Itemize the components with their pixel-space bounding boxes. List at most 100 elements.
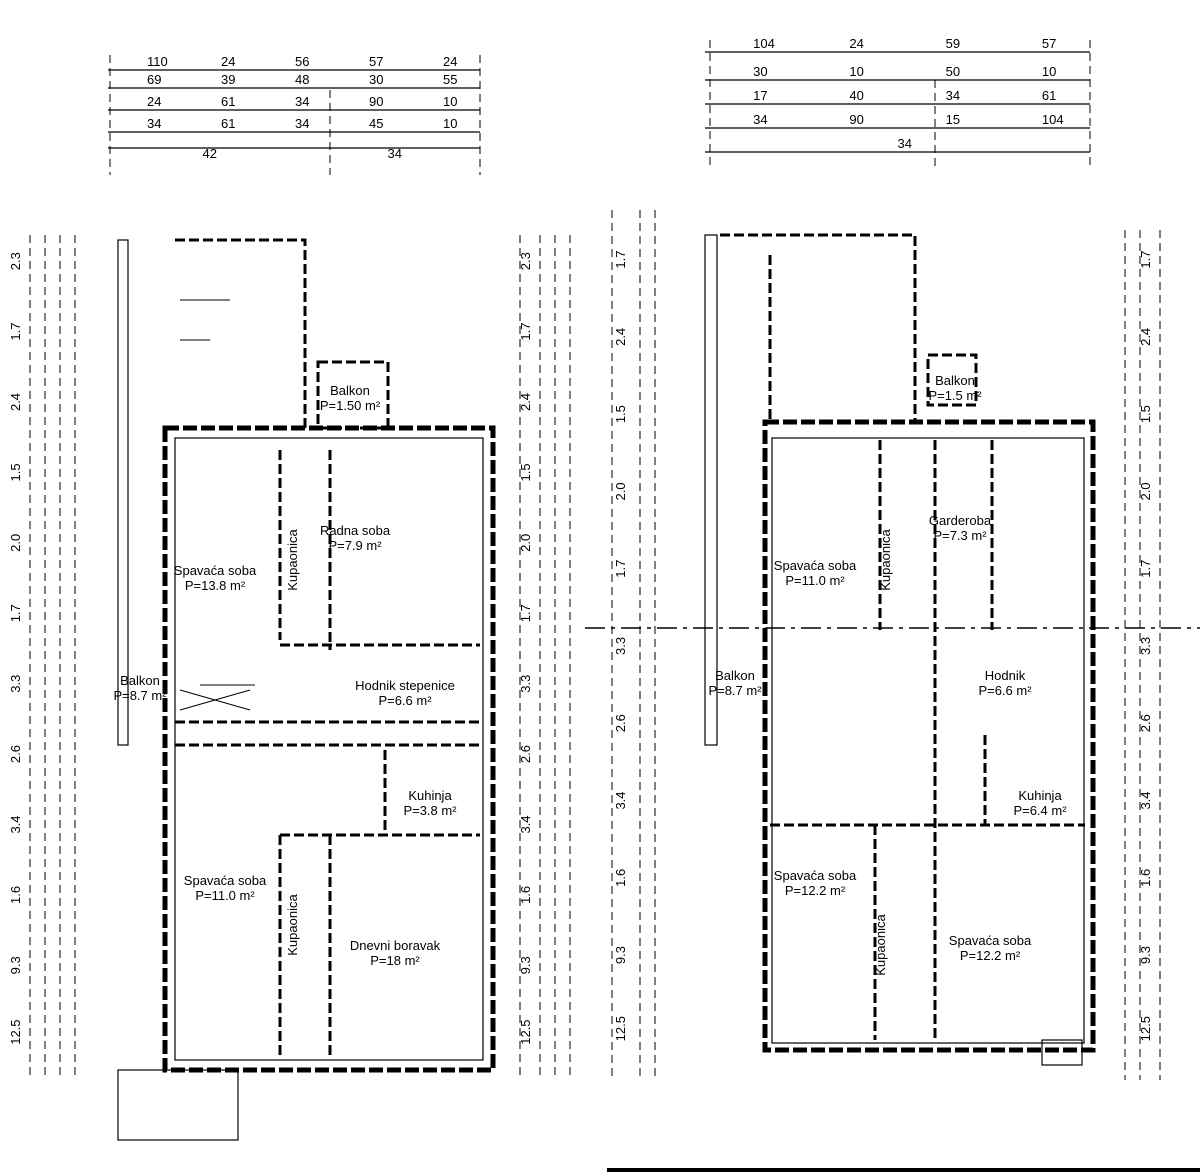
dimension-label: 40 xyxy=(849,88,863,103)
room-label: Balkon xyxy=(715,668,755,683)
dimension-label: 3.3 xyxy=(8,675,23,693)
dimension-label: 1.6 xyxy=(518,886,533,904)
room-area: P=7.3 m² xyxy=(933,528,987,543)
left-top-dimension-lines xyxy=(108,55,481,175)
dimension-label: 10 xyxy=(849,64,863,79)
dimension-label: 1.7 xyxy=(613,251,628,269)
dimension-label: 1.6 xyxy=(613,869,628,887)
right-side-dimension-lines xyxy=(611,210,1161,1080)
room-label: Spavaća soba xyxy=(774,558,857,573)
dimension-label: 1.6 xyxy=(8,886,23,904)
room-area: P=8.7 m² xyxy=(113,688,167,703)
dimension-label: 3.3 xyxy=(613,637,628,655)
dimension-label: 104 xyxy=(1042,112,1064,127)
room-area: P=1.50 m² xyxy=(320,398,381,413)
dimension-label: 10 xyxy=(443,94,457,109)
dimension-label: 30 xyxy=(369,72,383,87)
room-label: Kupaonica xyxy=(873,914,888,976)
dimension-label: 1.7 xyxy=(518,323,533,341)
room-label: Kuhinja xyxy=(1018,788,1062,803)
dimension-label: 69 xyxy=(147,72,161,87)
room-area: P=11.0 m² xyxy=(195,888,255,903)
dimension-label: 61 xyxy=(1042,88,1056,103)
dimension-label: 15 xyxy=(946,112,960,127)
room-area: P=6.6 m² xyxy=(378,693,432,708)
dimension-label: 12.5 xyxy=(518,1019,533,1044)
dimension-label: 1.5 xyxy=(613,405,628,423)
room-area: P=13.8 m² xyxy=(185,578,246,593)
dimension-label: 24 xyxy=(849,36,863,51)
dimension-label: 42 xyxy=(203,146,217,161)
room-area: P=6.4 m² xyxy=(1013,803,1067,818)
dimension-label: 1.7 xyxy=(1138,251,1153,269)
dimension-label: 3.4 xyxy=(518,815,533,833)
dimension-label: 55 xyxy=(443,72,457,87)
right-outer-wall xyxy=(762,419,1096,1053)
dimension-label: 1.5 xyxy=(1138,405,1153,423)
room-area: P=12.2 m² xyxy=(785,883,846,898)
dimension-label: 61 xyxy=(221,94,235,109)
dimension-label: 3.3 xyxy=(518,675,533,693)
dimension-label: 2.6 xyxy=(1138,714,1153,732)
left-stairs xyxy=(179,299,255,711)
dimension-label: 2.0 xyxy=(518,534,533,552)
dimension-label: 1.7 xyxy=(8,604,23,622)
dimension-label: 90 xyxy=(369,94,383,109)
dimension-label: 2.4 xyxy=(613,328,628,346)
room-area: P=11.0 m² xyxy=(785,573,845,588)
dimension-label: 9.3 xyxy=(8,956,23,974)
left-outer-wall xyxy=(162,425,496,1073)
dimension-label: 3.4 xyxy=(1138,791,1153,809)
dimension-label: 2.6 xyxy=(518,745,533,763)
room-label: Balkon xyxy=(330,383,370,398)
dimension-label: 1.7 xyxy=(613,560,628,578)
dimension-label: 2.0 xyxy=(8,534,23,552)
dimension-label: 9.3 xyxy=(518,956,533,974)
dimension-label: 39 xyxy=(221,72,235,87)
dimension-label: 45 xyxy=(369,116,383,131)
room-label: Spavaća soba xyxy=(184,873,267,888)
room-label: Kuhinja xyxy=(408,788,452,803)
dimension-label: 48 xyxy=(295,72,309,87)
dimension-label: 9.3 xyxy=(613,946,628,964)
dimension-label: 24 xyxy=(147,94,161,109)
dimension-label: 34 xyxy=(946,88,960,103)
dimension-label: 12.5 xyxy=(613,1016,628,1041)
dimension-label: 2.0 xyxy=(1138,482,1153,500)
room-label: Balkon xyxy=(935,373,975,388)
dimension-label: 12.5 xyxy=(8,1019,23,1044)
right-plan xyxy=(585,40,1200,1172)
room-label: Kupaonica xyxy=(285,894,300,956)
dimension-label: 1.6 xyxy=(1138,869,1153,887)
dimension-label: 1.5 xyxy=(8,463,23,481)
dimension-label: 10 xyxy=(1042,64,1056,79)
dimension-label: 12.5 xyxy=(1138,1016,1153,1041)
dimension-label: 34 xyxy=(753,112,767,127)
dimension-label: 1.7 xyxy=(8,323,23,341)
right-top-dimension-lines xyxy=(705,40,1091,170)
dimension-label: 1.5 xyxy=(518,463,533,481)
left-side-dimension-lines xyxy=(29,235,571,1080)
dimension-label: 9.3 xyxy=(1138,946,1153,964)
room-area: P=7.9 m² xyxy=(328,538,382,553)
dimension-label: 110 xyxy=(147,54,168,69)
dimension-label: 2.3 xyxy=(8,252,23,270)
dimension-label: 34 xyxy=(388,146,402,161)
dimension-label: 2.6 xyxy=(8,745,23,763)
dimension-label: 2.4 xyxy=(1138,328,1153,346)
dimension-label: 56 xyxy=(295,54,309,69)
room-label: Balkon xyxy=(120,673,160,688)
room-label: Radna soba xyxy=(320,523,391,538)
dimension-label: 3.4 xyxy=(613,791,628,809)
dimension-label: 34 xyxy=(295,116,309,131)
room-label: Spavaća soba xyxy=(774,868,857,883)
dimension-label: 2.4 xyxy=(518,393,533,411)
room-area: P=18 m² xyxy=(370,953,420,968)
dimension-label: 34 xyxy=(295,94,309,109)
dimension-label: 57 xyxy=(1042,36,1056,51)
dimension-label: 34 xyxy=(147,116,161,131)
room-area: P=12.2 m² xyxy=(960,948,1021,963)
dimension-label: 1.7 xyxy=(518,604,533,622)
dimension-label: 34 xyxy=(898,136,912,151)
